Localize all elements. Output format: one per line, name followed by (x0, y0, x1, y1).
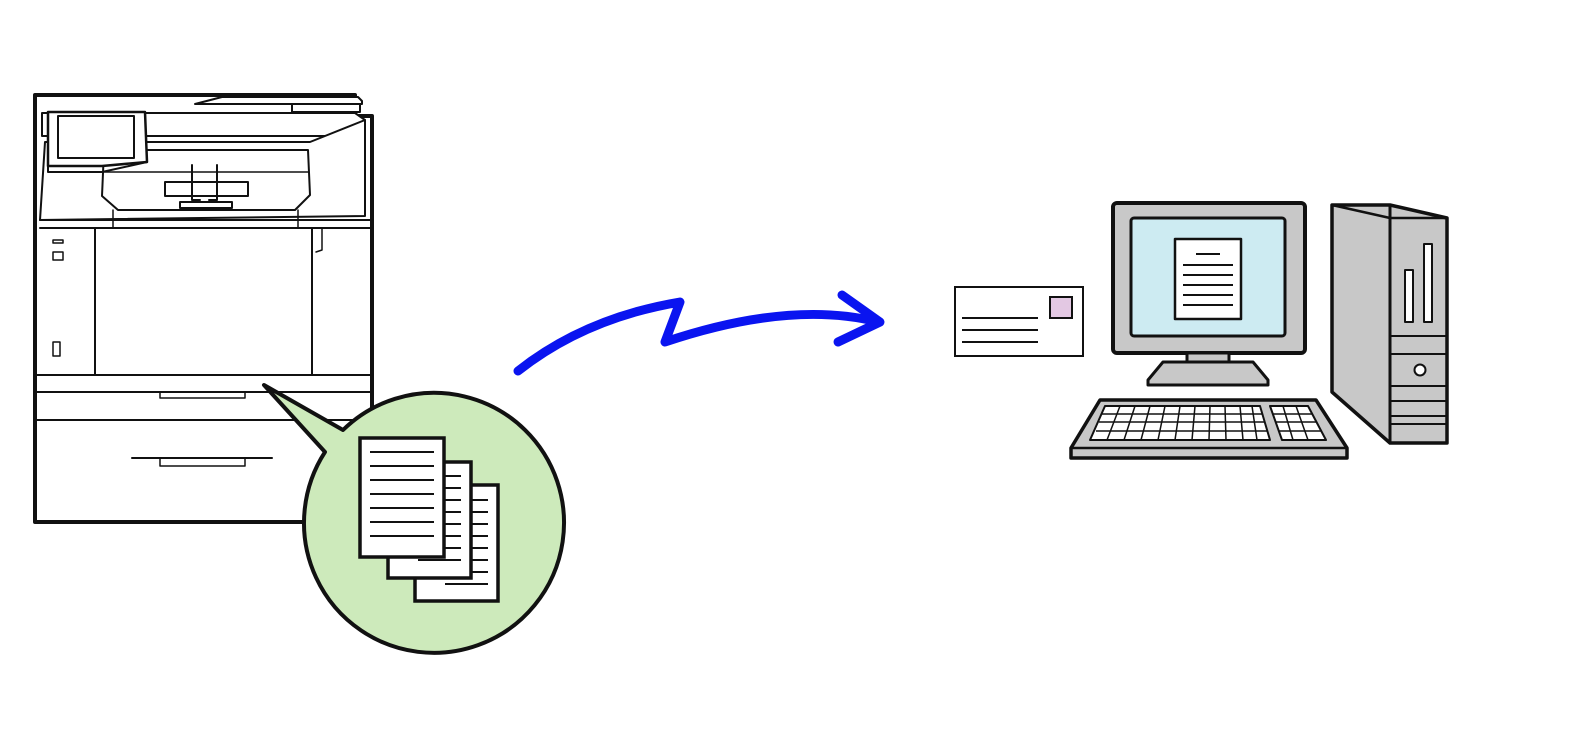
envelope-icon (954, 286, 1084, 357)
stamp-icon (1049, 296, 1073, 319)
computer-tower-icon (1330, 203, 1449, 445)
keyboard-icon (1069, 398, 1349, 460)
desktop-computer-icon (1069, 201, 1449, 460)
scanned-documents-bubble (262, 383, 567, 655)
multifunction-printer-icon (33, 93, 374, 524)
transmission-arrow-icon (513, 290, 885, 376)
monitor-icon (1111, 201, 1307, 387)
document-stack-icon (358, 436, 500, 603)
